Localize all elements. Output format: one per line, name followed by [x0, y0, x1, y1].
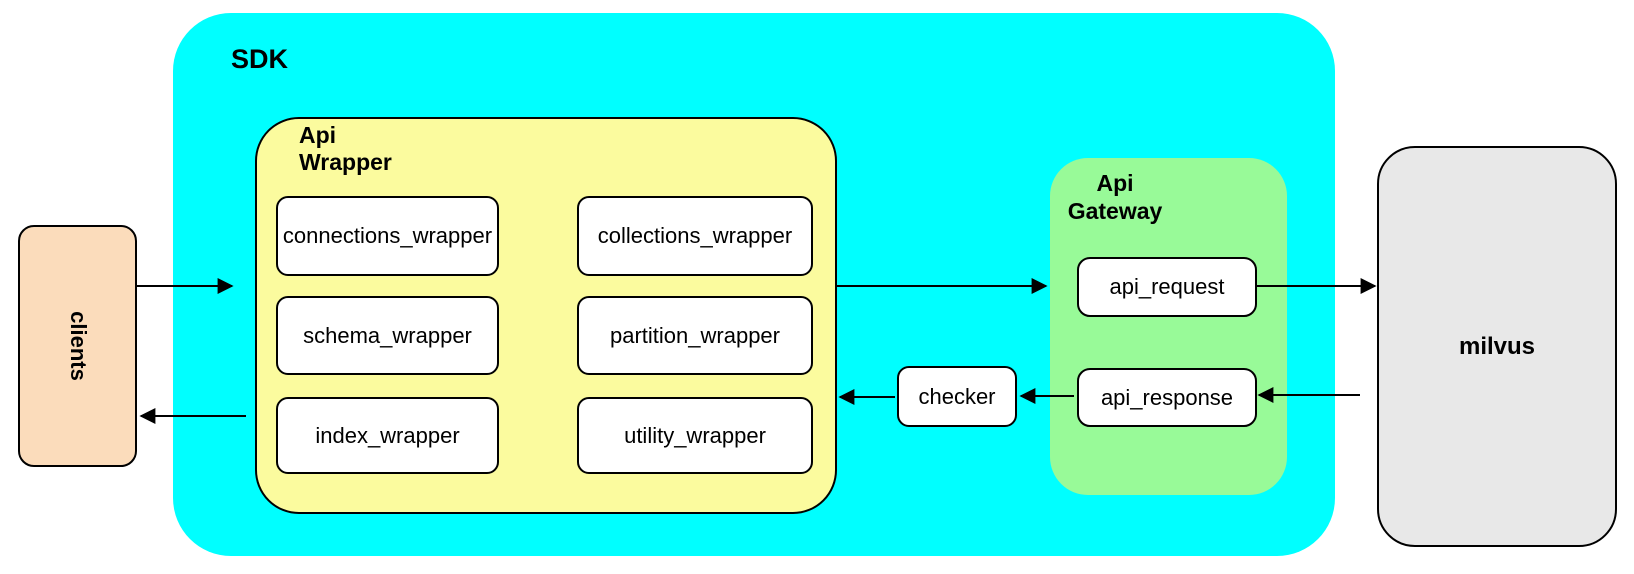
node-label: partition_wrapper	[610, 322, 780, 348]
api-gateway-label: Api Gateway	[1066, 169, 1164, 225]
node-milvus: milvus	[1377, 146, 1617, 547]
node-label: milvus	[1458, 332, 1536, 360]
api-gateway-label-line1: Api	[1096, 170, 1134, 196]
node-schema-wrapper: schema_wrapper	[276, 296, 499, 375]
sdk-container: SDK Api Wrapper connections_wrapper coll…	[173, 13, 1335, 556]
node-label: checker	[918, 383, 996, 409]
node-collections-wrapper: collections_wrapper	[577, 196, 813, 276]
api-wrapper-label-line1: Api	[299, 122, 337, 148]
api-wrapper-label-line2: Wrapper	[299, 149, 392, 175]
node-label: connections_wrapper	[282, 223, 493, 248]
node-label: collections_wrapper	[597, 223, 793, 248]
api-wrapper-container: Api Wrapper connections_wrapper collecti…	[255, 117, 837, 514]
node-label: api_response	[1100, 384, 1234, 410]
node-api-request: api_request	[1077, 257, 1257, 317]
node-utility-wrapper: utility_wrapper	[577, 397, 813, 474]
node-api-response: api_response	[1077, 368, 1257, 427]
node-partition-wrapper: partition_wrapper	[577, 296, 813, 375]
node-clients: clients	[18, 225, 137, 467]
node-label: schema_wrapper	[303, 322, 472, 348]
api-gateway-label-line2: Gateway	[1067, 198, 1163, 224]
node-checker: checker	[897, 366, 1017, 427]
node-index-wrapper: index_wrapper	[276, 397, 499, 474]
clients-label: clients	[65, 311, 91, 381]
api-wrapper-label: Api Wrapper	[299, 122, 392, 176]
node-connections-wrapper: connections_wrapper	[276, 196, 499, 276]
api-gateway-container: Api Gateway api_request api_response	[1050, 158, 1287, 495]
node-label: api_request	[1109, 274, 1225, 299]
sdk-label: SDK	[231, 44, 289, 74]
node-label: utility_wrapper	[624, 422, 766, 448]
node-label: index_wrapper	[315, 422, 460, 448]
